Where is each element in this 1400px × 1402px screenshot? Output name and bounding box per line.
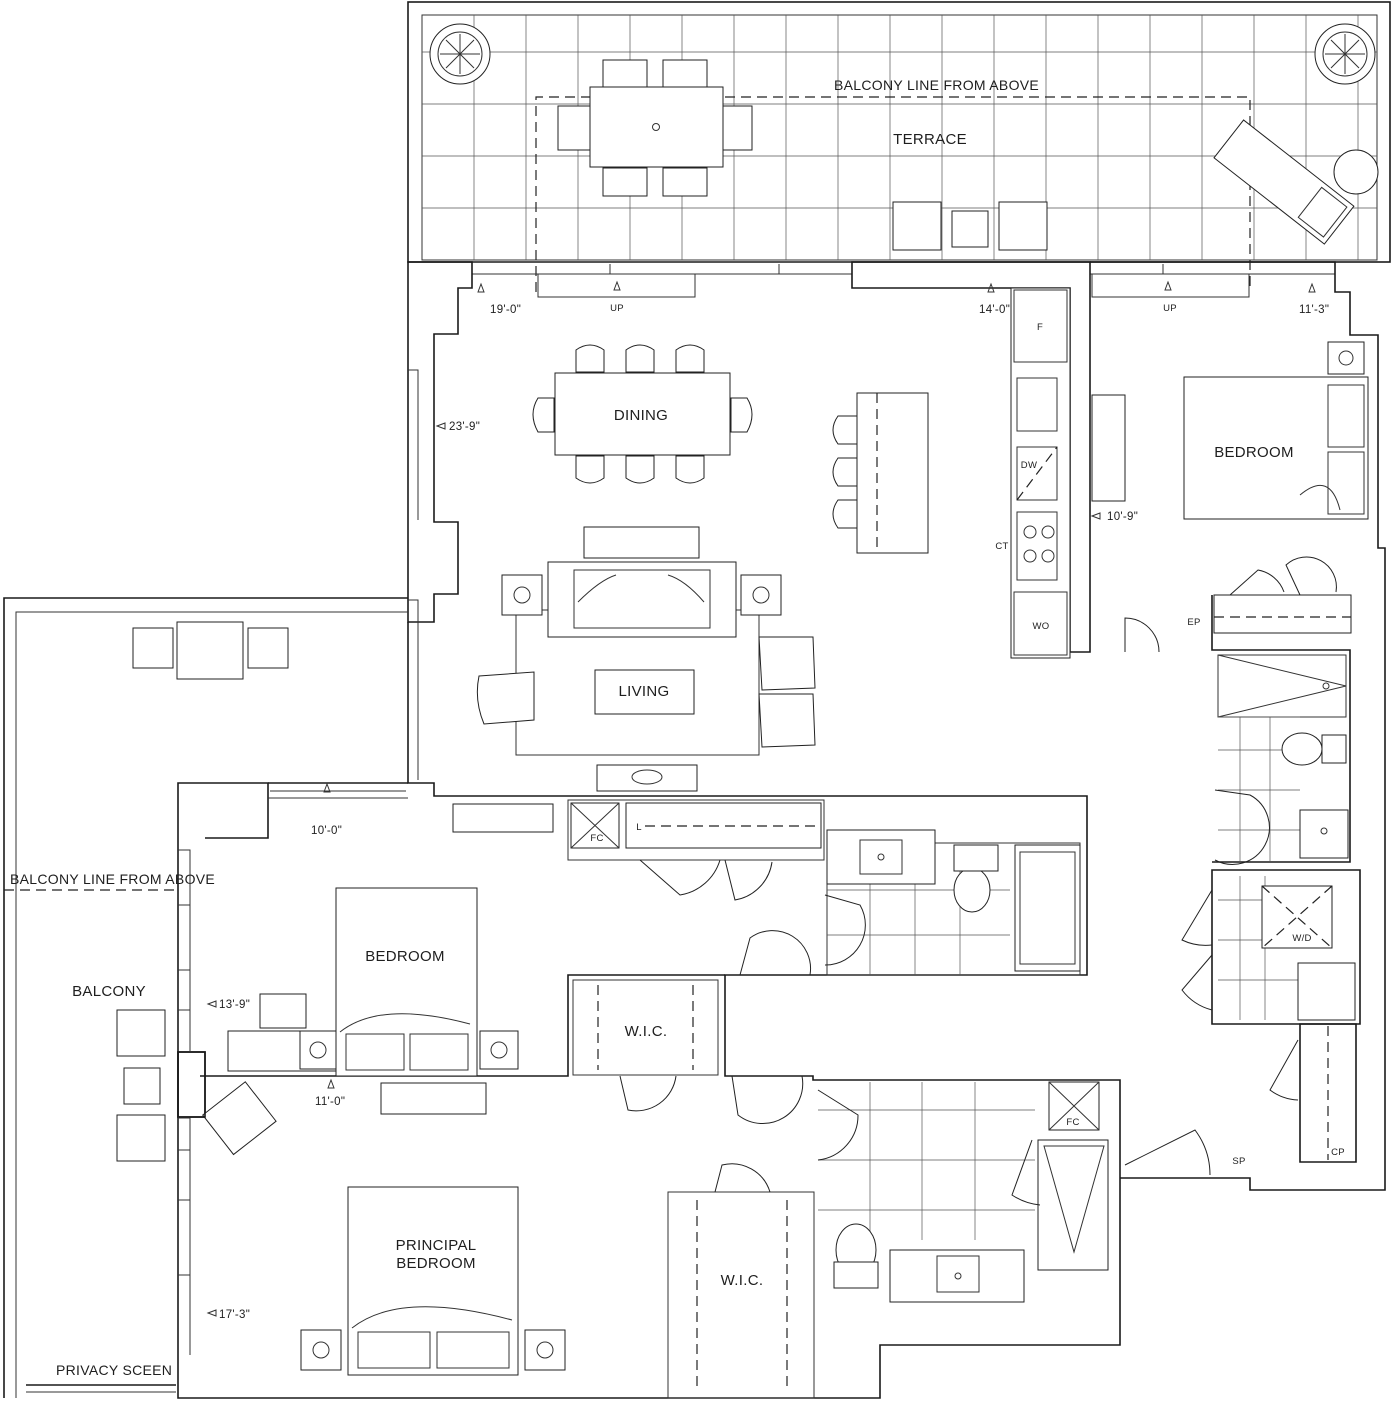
west-bedroom-closets (567, 799, 825, 1076)
dim-west-bedroom-depth: 13'-9" (219, 999, 250, 1011)
fan-coil-label-2: FC (1066, 1117, 1079, 1128)
wic-label-2: W.I.C. (721, 1272, 764, 1289)
electrical-panel-label: EP (1187, 617, 1200, 628)
balcony-line-dash-top (535, 96, 1251, 292)
terrace-windows (471, 261, 1336, 298)
east-bedroom-furniture (1091, 341, 1369, 634)
living-label: LIVING (619, 683, 670, 700)
dim-dining-depth: 23'-9" (449, 421, 480, 433)
sprinkler-label: SP (1232, 1156, 1245, 1167)
dining-label: DINING (614, 407, 668, 424)
dim-terrace-1: 19'-0" (490, 304, 521, 316)
planter-icon (429, 23, 491, 85)
principal-bedroom-furniture (177, 1051, 566, 1376)
dim-principal-width: 11'-0" (315, 1096, 345, 1108)
dishwasher-label: DW (1021, 460, 1037, 471)
washer-dryer-label: W/D (1292, 933, 1311, 944)
door-swings (619, 556, 1337, 1206)
balcony-line-label-left: BALCONY LINE FROM ABOVE (10, 871, 215, 887)
east-ensuite (1217, 654, 1349, 862)
kitchen-island (832, 392, 929, 554)
exterior-walls (177, 261, 1386, 1399)
linen-label: L (636, 822, 642, 833)
principal-ensuite (818, 1081, 1109, 1303)
cooktop-label: CT (995, 541, 1008, 552)
wall-oven-label: WO (1033, 621, 1050, 632)
coat-closet-label: CP (1331, 1147, 1345, 1158)
privacy-screen-label: PRIVACY SCEEN (56, 1362, 172, 1378)
terrace-dining-set (557, 59, 753, 197)
west-balcony (3, 597, 408, 1398)
planter-icon (1314, 23, 1376, 85)
up-label-1: UP (610, 303, 624, 314)
wic-label-1: W.I.C. (625, 1023, 668, 1040)
balcony-label: BALCONY (72, 983, 146, 1000)
west-bedroom-furniture (177, 803, 554, 1118)
principal-bedroom-label-line2: BEDROOM (396, 1255, 476, 1272)
dim-terrace-2: 14'-0" (979, 304, 1010, 316)
dim-terrace-3: 11'-3" (1299, 304, 1329, 316)
dim-principal-depth: 17'-3" (219, 1309, 250, 1321)
dining-table-set (532, 344, 753, 484)
kitchen-counter (1010, 287, 1071, 659)
west-bathroom (826, 829, 1081, 976)
west-windows (178, 849, 191, 1355)
east-bedroom-label: BEDROOM (1214, 444, 1294, 461)
dim-east-bedroom: 10'-9" (1107, 511, 1138, 523)
west-bedroom-label: BEDROOM (365, 948, 445, 965)
dim-west-bedroom-width: 10'-0" (311, 825, 342, 837)
terrace-label: TERRACE (893, 131, 967, 148)
terrace-lounge-set (892, 119, 1379, 251)
principal-wic (667, 1191, 815, 1399)
principal-bedroom-label-line1: PRINCIPAL (396, 1237, 477, 1254)
fridge-label: F (1037, 322, 1043, 333)
balcony-line-label-top: BALCONY LINE FROM ABOVE (834, 77, 1039, 93)
up-label-2: UP (1163, 303, 1177, 314)
dimension-markers (206, 280, 1316, 1317)
living-furniture (476, 526, 816, 792)
terrace-area: BALCONY LINE FROM ABOVE TERRACE (407, 1, 1391, 292)
fan-coil-label: FC (590, 833, 603, 844)
laundry-area (1218, 876, 1356, 1160)
